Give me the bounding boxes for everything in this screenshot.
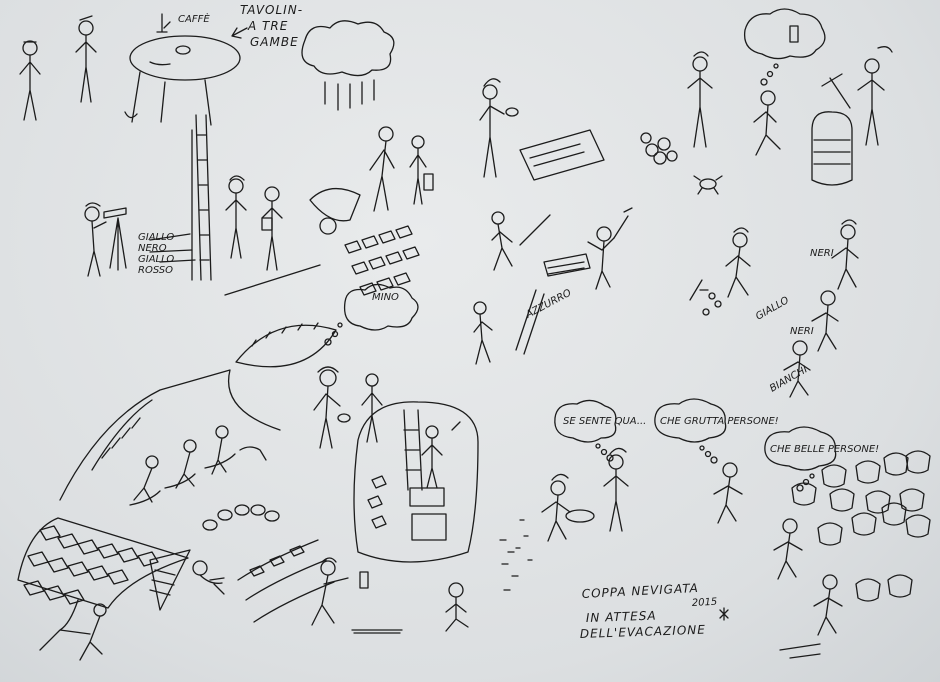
label-che-belle-persone: CHE BELLE PERSONE!: [770, 444, 879, 455]
label-se-sente-qua: SE SENTE QUA...: [563, 416, 646, 427]
label-rosso: ROSSO: [138, 265, 173, 276]
label-neri-1: NERI: [810, 248, 834, 259]
sketch-title: COPPA NEVIGATA 2015 IN ATTESA DELL'EVACA…: [580, 581, 718, 641]
label-giallo-grey: GIALLO: [138, 254, 174, 265]
three-legged-table: [124, 13, 241, 126]
label-che-grutta-persone: CHE GRUTTA PERSONE!: [660, 416, 779, 427]
bread-shape: [235, 322, 337, 368]
figures-center-bottom: [499, 447, 629, 591]
asterisk-icon: [719, 607, 729, 621]
figures-right-bottom: [713, 462, 843, 659]
stones-arc: [202, 504, 335, 623]
figure-with-pickaxe: [587, 207, 633, 290]
digging-figures: [129, 425, 267, 506]
label-giallo-right: GIALLO: [754, 295, 791, 323]
figure-with-bottle: [311, 557, 369, 626]
label-mino: MINO: [372, 292, 399, 303]
thought-cloud-grutta: [654, 398, 727, 464]
figure-top-left-2: [75, 15, 97, 103]
label-tavolino: TAVOLIN- A TRE GAMBE: [240, 3, 303, 49]
title-line-1: COPPA NEVIGATA: [581, 581, 699, 601]
title-year: 2015: [692, 597, 718, 609]
figure-top-left-1: [19, 40, 41, 121]
two-figures-middle: [225, 175, 283, 271]
figures-middle: [473, 211, 551, 365]
curved-wall: [59, 369, 281, 501]
colour-notes-right: GIALLO NERI NERI BIANCHI: [754, 248, 834, 395]
thought-cloud-belle: [764, 426, 837, 492]
figure-at-sieve: [479, 78, 605, 181]
figure-lying: [192, 560, 225, 595]
subtitle-line-1: IN ATTESA: [586, 609, 657, 625]
baskets-grid: [791, 450, 931, 602]
sorting-figures: [689, 219, 859, 398]
wheelbarrow-figures: [309, 126, 434, 235]
ground-lines: [149, 233, 196, 263]
subtitle-line-2: DELL'EVACAZIONE: [580, 623, 706, 641]
label-tavolino-1: TAVOLIN-: [240, 3, 303, 17]
figure-sitting: [445, 582, 469, 632]
surveyor-figure: [84, 202, 127, 277]
excavation-pit: [353, 401, 479, 563]
shell-pile: [640, 132, 678, 165]
label-neri-2: NERI: [790, 326, 814, 337]
thought-cloud-se-sente: [554, 399, 617, 462]
figures-bottom-left: [39, 599, 107, 661]
label-giallo: GIALLO: [138, 232, 174, 243]
central-figures: [313, 366, 383, 449]
label-bianchi: BIANCHI: [768, 364, 810, 394]
arrow-icon: [231, 27, 248, 39]
label-nero: NERO: [138, 243, 167, 254]
label-caffe: CAFFÈ: [178, 12, 210, 25]
stone-row-center: [344, 225, 420, 296]
label-tavolino-3: GAMBE: [250, 35, 299, 49]
ground-line: [224, 264, 321, 296]
figures-top-right: [687, 46, 893, 156]
thought-cloud-mino: [324, 283, 419, 346]
thought-cloud-top-right: [743, 8, 826, 86]
stone-wall-bottom-left: [17, 517, 191, 611]
small-crab-icon: [693, 175, 723, 195]
label-tavolino-2: A TRE: [247, 19, 288, 33]
ladder: [191, 114, 212, 281]
rain-cloud: [301, 20, 395, 111]
sieve-grid: [543, 253, 591, 277]
colour-notes-left: GIALLO NERO GIALLO ROSSO: [138, 232, 174, 276]
ground-strokes: [351, 629, 403, 634]
stone-column: [811, 111, 853, 186]
